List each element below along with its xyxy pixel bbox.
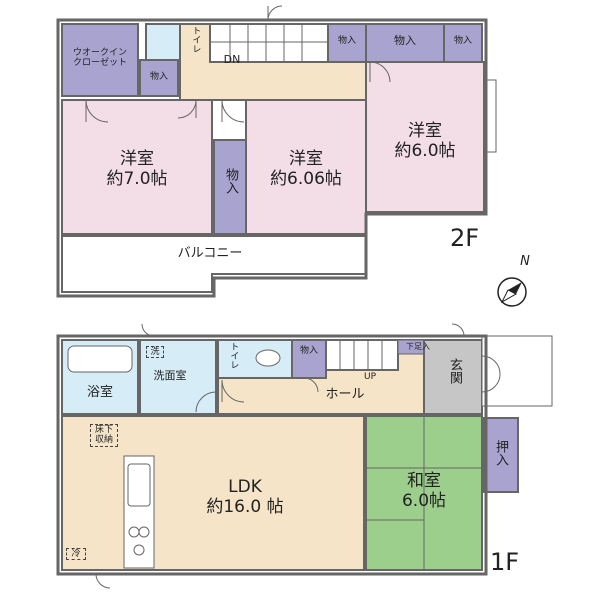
shoe-storage-label: 下足入 bbox=[406, 342, 430, 351]
wic-room bbox=[61, 23, 139, 97]
storage-mid bbox=[213, 139, 247, 235]
outer-wall-1f bbox=[56, 334, 488, 576]
east-room-label: 洋室 約6.0帖 bbox=[394, 121, 456, 161]
storage-mid-label: 物入 bbox=[222, 168, 238, 194]
floor-storage-label: 床下 収納 bbox=[90, 424, 118, 447]
outer-wall-2f bbox=[56, 18, 488, 298]
storage-wic-label: 物入 bbox=[149, 72, 168, 82]
up-label: UP bbox=[363, 372, 376, 382]
storage-top2 bbox=[365, 23, 445, 63]
ldk-room bbox=[61, 415, 365, 571]
storage-top3-label: 物入 bbox=[453, 36, 472, 46]
closet-label: 押入 bbox=[492, 440, 508, 466]
toilet-1f bbox=[217, 339, 293, 379]
floor-2f-label: 2F bbox=[450, 224, 480, 252]
east-room bbox=[365, 61, 485, 213]
balcony-label: バルコニー bbox=[177, 246, 243, 261]
storage-top1-label: 物入 bbox=[337, 36, 356, 46]
washroom-label: 洗面室 bbox=[153, 369, 187, 382]
west-room bbox=[61, 99, 213, 235]
west-room-label: 洋室 約7.0帖 bbox=[106, 149, 168, 189]
compass-north-label: N bbox=[520, 254, 530, 269]
floor-1f bbox=[56, 323, 553, 589]
toilet-2f-label: トイレ bbox=[190, 26, 201, 53]
toilet-1f-label: トイレ bbox=[228, 342, 239, 369]
bath-label: 浴室 bbox=[86, 385, 113, 400]
washer-label: 洗 bbox=[146, 346, 164, 359]
closet bbox=[483, 417, 519, 493]
wic-label: ウオークイン クローゼット bbox=[72, 48, 127, 69]
washroom bbox=[139, 339, 217, 415]
center-room bbox=[245, 99, 367, 235]
entrance bbox=[423, 339, 483, 415]
hall-label: ホール bbox=[325, 387, 365, 402]
stairs-1f bbox=[325, 339, 399, 371]
porch bbox=[481, 335, 553, 407]
storage-top2-label: 物入 bbox=[394, 34, 416, 47]
storage-top3 bbox=[443, 23, 483, 63]
fridge-label: 冷 bbox=[66, 548, 86, 561]
compass-icon bbox=[497, 277, 527, 307]
floor-1f-label: 1F bbox=[490, 548, 520, 576]
floor-2f bbox=[56, 5, 497, 298]
entrance-label: 玄関 bbox=[446, 358, 462, 384]
japanese-room-label: 和室 6.0帖 bbox=[401, 471, 447, 511]
storage-wic bbox=[139, 59, 179, 97]
center-room-label: 洋室 約6.06帖 bbox=[270, 149, 342, 189]
storage-top1 bbox=[327, 23, 367, 63]
dn-label: DN bbox=[223, 53, 241, 66]
ldk-label: LDK 約16.0 帖 bbox=[206, 477, 284, 517]
storage-1f-label: 物入 bbox=[299, 346, 318, 356]
